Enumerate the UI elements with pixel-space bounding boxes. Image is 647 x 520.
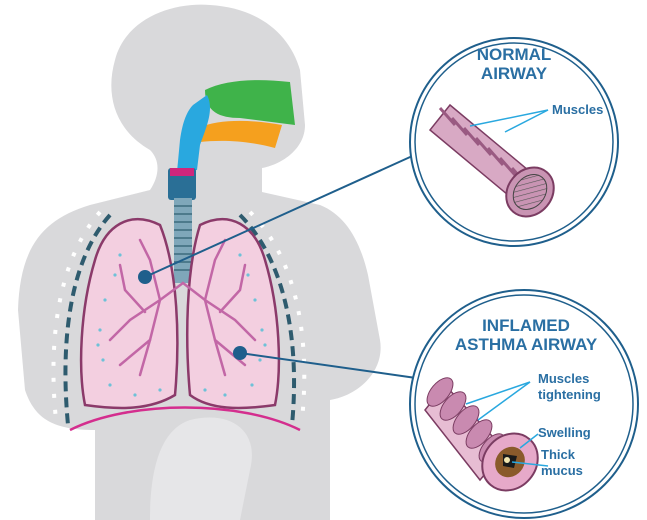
inflamed-muscles-label: Muscles tightening	[538, 371, 601, 403]
inflamed-airway-title-line1: INFLAMED	[440, 316, 612, 335]
swelling-label: Swelling	[538, 425, 591, 441]
normal-airway-title: NORMAL AIRWAY	[460, 45, 568, 83]
thick-mucus-line1: Thick	[541, 447, 583, 463]
inflamed-airway-title-line2: ASTHMA AIRWAY	[440, 335, 612, 354]
normal-muscles-label: Muscles	[552, 102, 603, 118]
normal-airway-title-line1: NORMAL	[460, 45, 568, 64]
callout-dot-normal	[138, 270, 152, 284]
inflamed-muscles-line1: Muscles	[538, 371, 601, 387]
inflamed-airway-title: INFLAMED ASTHMA AIRWAY	[440, 316, 612, 354]
thick-mucus-label: Thick mucus	[541, 447, 583, 479]
trachea	[174, 198, 192, 283]
epiglottis	[170, 168, 194, 176]
normal-airway-title-line2: AIRWAY	[460, 64, 568, 83]
callout-dot-inflamed	[233, 346, 247, 360]
inflamed-muscles-line2: tightening	[538, 387, 601, 403]
thick-mucus-line2: mucus	[541, 463, 583, 479]
